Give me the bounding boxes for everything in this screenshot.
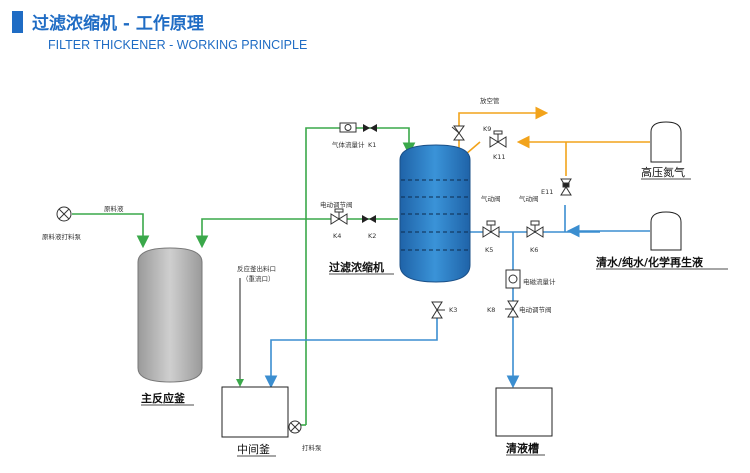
k8-label: K8: [487, 306, 495, 314]
page-subtitle: FILTER THICKENER - WORKING PRINCIPLE: [48, 38, 308, 52]
gas-flowmeter-label: 气体流量计: [332, 140, 365, 149]
em-flowmeter-label: 电磁流量计: [523, 277, 556, 286]
valve-k2-icon: [362, 215, 376, 223]
clean-tank-label: 清液槽: [506, 441, 539, 455]
water-tank: [650, 211, 682, 251]
valve-k5-icon: [482, 220, 500, 238]
k5-label: K5: [485, 246, 493, 254]
reactor-outlet-label: 反应釜出料口: [237, 264, 276, 273]
k6-label: K6: [530, 246, 538, 254]
orange-pipes: [458, 106, 650, 176]
intermediate-tank-label: 中间釜: [237, 442, 270, 456]
pneumatic-valve-label-1: 气动阀: [481, 194, 501, 203]
valve-k11-icon: [489, 130, 507, 148]
k4-label: K4: [333, 232, 341, 240]
valve-e11-icon: [560, 178, 572, 196]
nitrogen-bottle: [650, 121, 682, 163]
vent-pipe-label: 放空管: [480, 96, 500, 105]
valve-k4-icon: [330, 208, 348, 225]
pneumatic-valve-label-2: 气动阀: [519, 194, 539, 203]
k3-label: K3: [449, 306, 457, 314]
valve-k3-icon: [431, 301, 445, 319]
flowmeter-icon: [339, 122, 357, 133]
k1-label: K1: [368, 141, 376, 149]
clean-liquid-tank: [495, 387, 553, 437]
feed-pump-label: 原料液打料泵: [42, 232, 82, 241]
nitrogen-to-filter: [465, 141, 481, 155]
main-reactor-vessel: [137, 247, 203, 383]
valve-k6-icon: [526, 220, 544, 238]
valve-k1-icon: [363, 124, 377, 132]
main-reactor-label: 主反应釜: [141, 391, 186, 405]
valve-k8-icon: [505, 300, 519, 318]
e11-label: E11: [541, 188, 553, 196]
top-feed-pipe: [305, 127, 416, 425]
k9-label: K9: [483, 125, 491, 133]
em-flowmeter-icon: [505, 269, 521, 289]
intermediate-tank: [221, 386, 289, 438]
nitrogen-label: 高压氮气: [641, 165, 685, 179]
page-title: 过滤浓缩机 - 工作原理: [32, 14, 204, 34]
raw-liquid-label: 原料液: [104, 204, 124, 213]
transfer-pump-icon: [288, 420, 302, 434]
raw-liquid-pipe: [72, 213, 150, 249]
title-accent-bar: [12, 11, 23, 33]
transfer-pump-label: 打料泵: [302, 443, 322, 452]
water-label: 清水/纯水/化学再生液: [596, 255, 704, 269]
vent-valve-icon: [451, 125, 465, 141]
feed-pump-icon: [56, 206, 72, 222]
reactor-outlet-sub-label: （重流口）: [242, 274, 275, 283]
bottom-return-pipe: [264, 318, 438, 389]
motor-valve2-label: 电动调节阀: [519, 305, 552, 314]
k2-label: K2: [368, 232, 376, 240]
motor-valve-label: 电动调节阀: [320, 200, 353, 209]
filter-thickener-label: 过滤浓缩机: [329, 260, 384, 274]
filter-thickener-vessel: [399, 144, 471, 283]
k11-label: K11: [493, 153, 506, 161]
